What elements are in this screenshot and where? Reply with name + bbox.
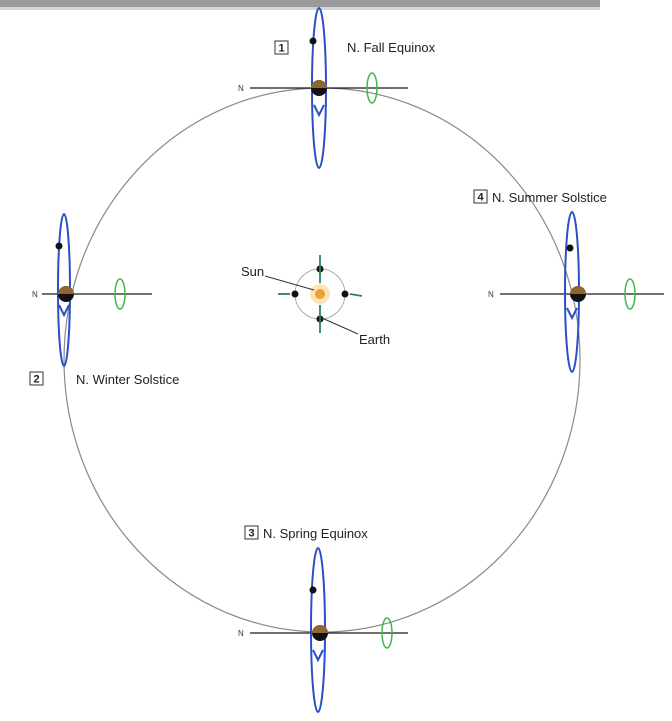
earth-sunlit-side (311, 80, 327, 88)
earth-label: Earth (359, 332, 390, 347)
header-bar (0, 0, 600, 7)
loop-arrow (566, 307, 578, 321)
position-number: 3 (248, 528, 254, 540)
green-loop (114, 278, 126, 310)
orbit-circle (63, 87, 581, 633)
moon-body (309, 586, 317, 594)
position-label: N. Winter Solstice (76, 372, 179, 387)
earth-sunlit-side (312, 625, 328, 633)
sun-icon (315, 289, 325, 299)
mini-earth-right (341, 290, 349, 298)
position-label: N. Fall Equinox (347, 40, 436, 55)
position-3-spring-equinox: N 3 N. Spring Equinox (238, 525, 408, 713)
loop-arrow (313, 104, 325, 118)
earth-callout-line (321, 317, 359, 335)
loop-arrow (312, 649, 324, 663)
axis-n-marker: N (238, 629, 244, 638)
earth-sunlit-side (58, 286, 74, 294)
sun-label: Sun (241, 264, 264, 279)
position-number-box (274, 40, 289, 55)
green-loop (381, 617, 393, 649)
earth-sunlit-side (570, 286, 586, 294)
position-number-box (244, 525, 259, 540)
position-label: N. Summer Solstice (492, 190, 607, 205)
sun-callout-line (264, 275, 315, 291)
center-sun-system: Sun Earth (241, 255, 390, 347)
moon-body (55, 242, 63, 250)
moon-body (566, 244, 574, 252)
mini-earth-left (291, 290, 299, 298)
header-shadow (0, 7, 600, 10)
mini-axis-right (349, 293, 363, 297)
position-number-box (29, 371, 44, 386)
axis-n-marker: N (238, 84, 244, 93)
moon-body (309, 37, 317, 45)
position-number: 1 (278, 43, 284, 55)
loop-arrow (58, 304, 70, 318)
green-loop (624, 278, 636, 310)
position-number: 2 (33, 374, 39, 386)
green-loop (366, 72, 378, 104)
position-1-fall-equinox: N 1 N. Fall Equinox (238, 7, 436, 169)
position-number-box (473, 189, 488, 204)
axis-n-marker: N (488, 290, 494, 299)
axis-n-marker: N (32, 290, 38, 299)
position-4-summer-solstice: N 4 N. Summer Solstice (473, 189, 664, 373)
position-2-winter-solstice: N 2 N. Winter Solstice (29, 213, 179, 387)
top-strip (0, 0, 600, 10)
position-number: 4 (477, 192, 484, 204)
position-label: N. Spring Equinox (263, 526, 368, 541)
